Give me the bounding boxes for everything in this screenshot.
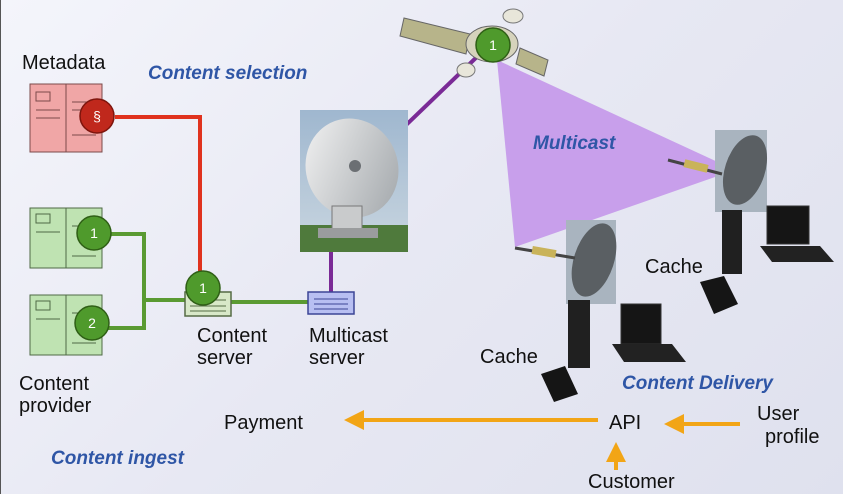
satellite-icon	[399, 8, 549, 78]
multicast-server-box	[307, 291, 355, 315]
content-server-badge: 1	[185, 270, 221, 306]
provider-badge-1: 1	[76, 215, 112, 251]
svg-text:1: 1	[90, 225, 98, 241]
label-customer: Customer	[588, 471, 675, 493]
svg-text:1: 1	[489, 37, 497, 53]
label-user-profile-line1: User	[757, 403, 800, 425]
label-content-delivery: Content Delivery	[622, 373, 773, 394]
label-metadata: Metadata	[22, 52, 106, 74]
label-payment: Payment	[224, 412, 303, 434]
metadata-link	[115, 115, 202, 290]
label-content-server-line2: server	[197, 347, 253, 369]
frame-left-border	[0, 0, 1, 494]
cache-box-lower-icon	[541, 300, 686, 402]
svg-text:2: 2	[88, 315, 96, 331]
label-content-provider-line1: Content	[19, 373, 90, 395]
label-multicast: Multicast	[533, 133, 616, 154]
uplink-dish-icon	[300, 110, 408, 252]
label-user-profile-line2: profile	[765, 426, 820, 448]
label-cache-lower: Cache	[480, 346, 538, 368]
svg-text:§: §	[93, 108, 101, 124]
satellite-badge: 1	[475, 27, 511, 63]
receiver-dish-lower-icon	[514, 220, 617, 304]
label-content-ingest: Content ingest	[51, 448, 184, 469]
label-multicast-server-line2: server	[309, 347, 365, 369]
label-content-selection: Content selection	[148, 63, 308, 84]
receiver-dish-upper-icon	[667, 130, 768, 212]
svg-text:1: 1	[199, 280, 207, 296]
multicast-beam	[497, 60, 735, 247]
provider-badge-2: 2	[74, 305, 110, 341]
metadata-badge: §	[79, 98, 115, 134]
label-content-server-line1: Content	[197, 325, 268, 347]
label-content-provider-line2: provider	[19, 395, 92, 417]
label-multicast-server-line1: Multicast	[309, 325, 388, 347]
label-api: API	[609, 412, 642, 434]
label-cache-upper: Cache	[645, 256, 703, 278]
cache-box-upper-icon	[700, 205, 834, 314]
